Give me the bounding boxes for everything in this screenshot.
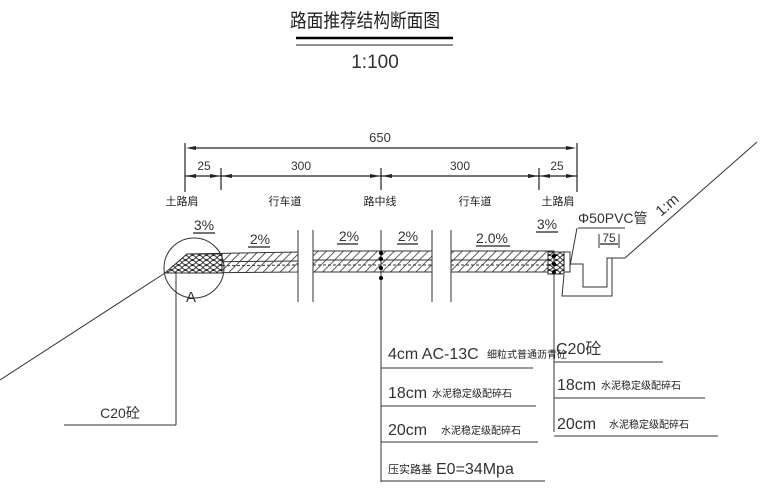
- pipe-label: Φ50PVC管: [578, 210, 648, 226]
- slope-ratio-label: 1:m: [652, 191, 682, 220]
- dimension-seg-3: 300: [450, 159, 470, 173]
- label-left-c20: C20砼: [100, 405, 140, 421]
- right-layer-2-thickness: 18cm: [557, 377, 596, 394]
- center-layer-4-value: E0=34Mpa: [436, 461, 514, 478]
- right-cut-slope: [624, 141, 758, 259]
- slope-center-left: 2%: [339, 228, 359, 244]
- right-layer-callouts: C20砼 18cm 水泥稳定级配碎石 20cm 水泥稳定级配碎石: [554, 340, 718, 437]
- slope-center-right: 2%: [398, 228, 418, 244]
- dimension-total: 650: [184, 130, 578, 192]
- pavement-layers: [163, 250, 565, 275]
- dimension-seg-4: 25: [550, 159, 564, 173]
- center-layer-2-material: 水泥稳定级配碎石: [432, 387, 512, 400]
- right-layer-2-material: 水泥稳定级配碎石: [601, 379, 681, 392]
- slope-markers: 3% 2% 2% 2% 2.0% 3%: [193, 216, 558, 248]
- detail-marker-a: A: [186, 289, 196, 306]
- label-right-shoulder: 土路肩: [542, 194, 575, 208]
- center-layer-3-thickness: 20cm: [388, 422, 427, 439]
- dimension-seg-1: 25: [197, 159, 211, 173]
- detail-circle-a: [163, 237, 225, 299]
- side-ditch: 75 Φ50PVC管 1:m: [554, 141, 758, 297]
- slope-left-shoulder: 3%: [194, 217, 214, 233]
- center-layer-1: 4cm AC-13C: [388, 346, 479, 363]
- ditch-width-label: 75: [602, 231, 616, 245]
- break-lines: [297, 230, 452, 302]
- label-left-shoulder: 土路肩: [166, 194, 199, 208]
- right-layer-3-material: 水泥稳定级配碎石: [609, 418, 689, 431]
- dimension-segments: 25 300 300 25: [185, 159, 577, 190]
- drawing-title: 路面推荐结构断面图: [290, 10, 440, 32]
- dimension-seg-2: 300: [291, 159, 311, 173]
- label-left-lane: 行车道: [269, 194, 302, 208]
- center-layer-2-thickness: 18cm: [388, 385, 427, 402]
- right-layer-1: C20砼: [556, 340, 601, 358]
- label-centerline: 路中线: [364, 194, 397, 208]
- center-layer-4-label: 压实路基: [388, 462, 432, 476]
- slope-right-shoulder: 3%: [537, 216, 557, 232]
- right-layer-3-thickness: 20cm: [557, 416, 596, 433]
- slope-left-lane: 2%: [250, 231, 270, 247]
- left-embankment-slope: [0, 272, 166, 381]
- center-layer-1-material: 细粒式普通沥青砼: [487, 348, 567, 361]
- center-layer-callouts: 4cm AC-13C 细粒式普通沥青砼 18cm 水泥稳定级配碎石 20cm 水…: [381, 346, 567, 482]
- slope-right-lane: 2.0%: [476, 230, 508, 246]
- dimension-total-label: 650: [369, 130, 391, 145]
- drawing-scale: 1:100: [351, 52, 399, 73]
- label-right-lane: 行车道: [459, 194, 492, 208]
- center-layer-3-material: 水泥稳定级配碎石: [441, 424, 521, 437]
